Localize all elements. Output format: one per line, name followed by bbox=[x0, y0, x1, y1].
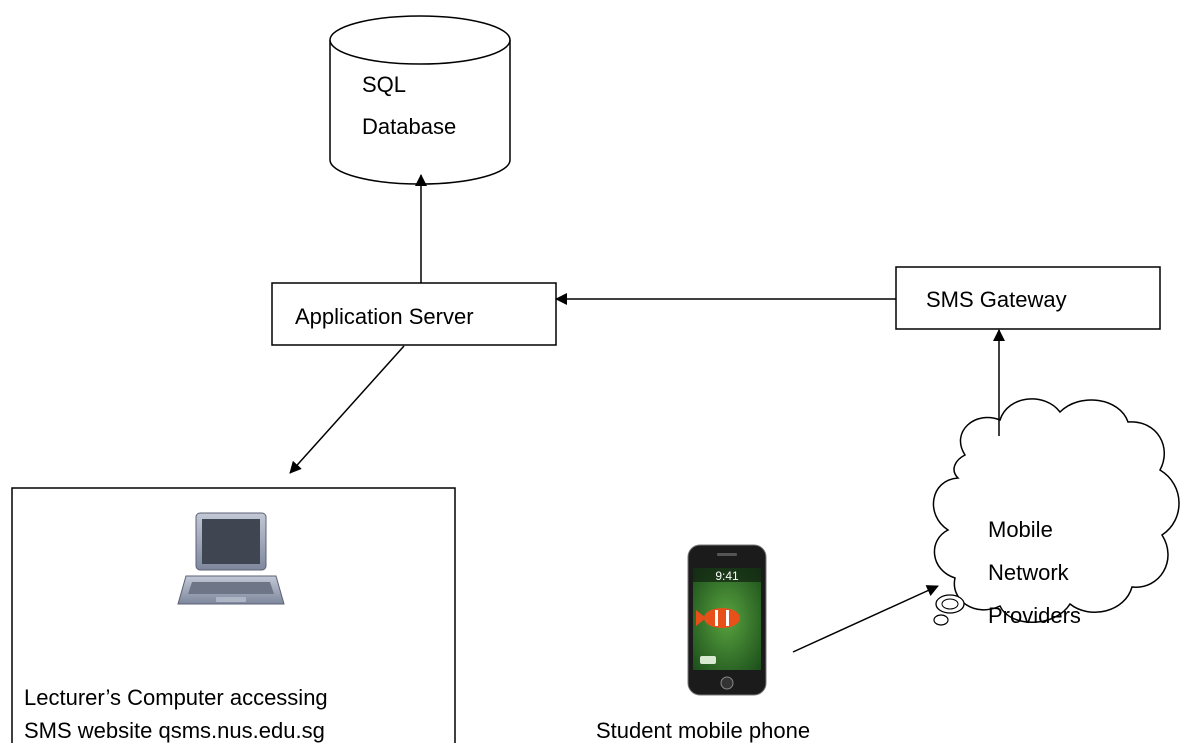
lecturer-computer-node: Lecturer’s Computer accessing SMS websit… bbox=[11, 487, 456, 743]
student-phone-node: 9:41 Student mobile phone bbox=[596, 544, 810, 743]
sms-gateway-box bbox=[895, 266, 1161, 330]
cloud-bubble-inner bbox=[941, 598, 959, 610]
arrow-phone-to-cloud bbox=[792, 585, 939, 653]
network-cloud-node: Mobile Network Providers bbox=[932, 398, 1180, 628]
phone-screen-time: 9:41 bbox=[715, 569, 739, 583]
sms-gateway-node: SMS Gateway bbox=[895, 266, 1161, 330]
application-server-box bbox=[271, 282, 557, 346]
application-server-label: Application Server bbox=[295, 304, 474, 329]
database-cylinder-top bbox=[329, 15, 511, 65]
lecturer-computer-label-line2: SMS website qsms.nus.edu.sg bbox=[24, 718, 325, 743]
arrow-appserver-to-lecturer bbox=[289, 345, 405, 474]
database-node: SQL Database bbox=[329, 15, 511, 185]
application-server-node: Application Server bbox=[271, 282, 557, 346]
sms-gateway-label: SMS Gateway bbox=[926, 287, 1067, 312]
database-label-line1: SQL bbox=[362, 72, 406, 97]
laptop-icon bbox=[177, 512, 285, 605]
cloud-label-line1: Mobile bbox=[988, 517, 1053, 542]
cloud-bubble-small bbox=[933, 614, 949, 626]
student-phone-label: Student mobile phone bbox=[596, 718, 810, 743]
phone-icon: 9:41 bbox=[687, 544, 767, 696]
cloud-label-line3: Providers bbox=[988, 603, 1081, 628]
cloud-icon bbox=[932, 398, 1180, 623]
lecturer-computer-label-line1: Lecturer’s Computer accessing bbox=[24, 685, 328, 710]
database-label-line2: Database bbox=[362, 114, 456, 139]
cloud-label-line2: Network bbox=[988, 560, 1070, 585]
